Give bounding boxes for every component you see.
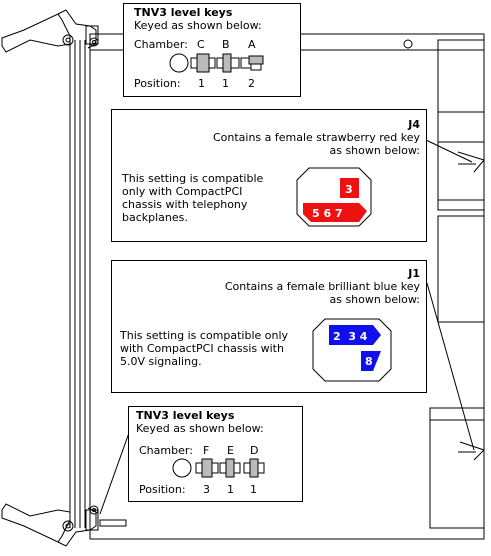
j1-note-line2: with CompactPCI chassis with [120,342,284,355]
top-position-a: 2 [248,77,255,90]
top-position-c: 1 [198,77,205,90]
bottom-tnv3-keys-panel: TNV3 level keys Keyed as shown below: Ch… [128,406,303,502]
j4-line2: as shown below: [329,144,420,157]
bottom-keying-strip [172,458,265,478]
top-position-label: Position: [134,77,181,90]
j4-note-line3: chassis with telephony [122,198,248,211]
top-chamber-a: A [248,38,256,51]
bottom-keys-title: TNV3 level keys [136,409,235,422]
bottom-position-e: 1 [227,483,234,496]
bottom-position-label: Position: [139,483,186,496]
j1-line2: as shown below: [329,293,420,306]
bottom-chamber-f: F [203,444,210,457]
j4-note-line1: This setting is compatible [122,172,264,185]
j4-red-key: 3 5 6 7 [296,167,372,227]
j1-key-bottom-digits: 8 [365,355,373,368]
top-position-b: 1 [222,77,229,90]
bottom-position-f: 3 [203,483,210,496]
j4-line1: Contains a female strawberry red key [212,131,420,144]
j1-label: J1 [408,267,420,280]
j4-note-line4: backplanes. [122,211,188,224]
top-tnv3-keys-panel: TNV3 level keys Keyed as shown below: Ch… [123,3,301,97]
top-keys-title: TNV3 level keys [134,6,233,19]
j4-key-top-digits: 3 [345,183,353,196]
top-chamber-label: Chamber: [134,38,188,51]
j1-key-top-digits: 2 3 4 [333,330,368,343]
j1-line1: Contains a female brilliant blue key [224,280,420,293]
j4-panel: J4 Contains a female strawberry red key … [111,109,427,242]
j4-note-line2: only with CompactPCI [122,185,243,198]
bottom-position-d: 1 [250,483,257,496]
j4-key-bottom-digits: 5 6 7 [312,207,343,220]
bottom-chamber-e: E [227,444,234,457]
j4-label: J4 [408,118,420,131]
top-chamber-c: C [197,38,205,51]
bottom-chamber-label: Chamber: [139,444,193,457]
j1-note-line1: This setting is compatible only [120,329,289,342]
top-chamber-b: B [222,38,230,51]
bottom-keys-subtitle: Keyed as shown below: [136,422,264,435]
j1-panel: J1 Contains a female brilliant blue key … [111,260,427,393]
top-keying-strip [169,53,264,73]
j1-blue-key: 2 3 4 8 [312,318,392,382]
bottom-chamber-d: D [250,444,259,457]
j1-note-line3: 5.0V signaling. [120,355,202,368]
top-keys-subtitle: Keyed as shown below: [134,19,262,32]
